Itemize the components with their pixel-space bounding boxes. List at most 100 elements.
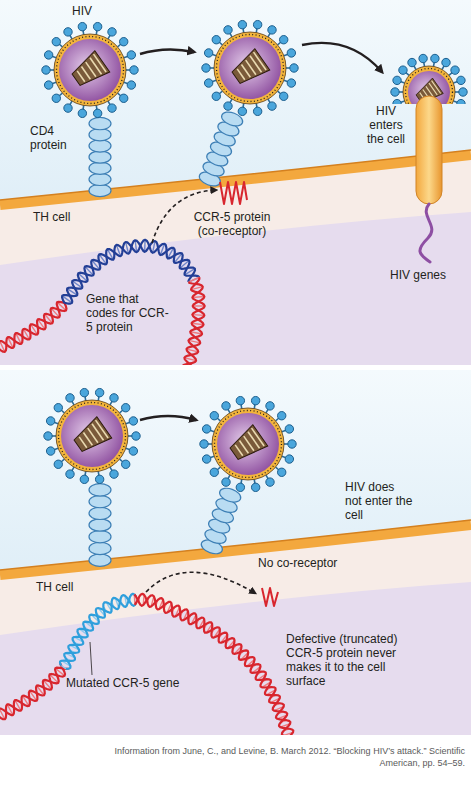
cd4-receptor: [89, 117, 111, 196]
glycoprotein-knob: [268, 26, 276, 34]
dna-strand: [134, 595, 293, 735]
glycoprotein-knob: [78, 109, 86, 117]
cd4-receptor: [199, 486, 242, 557]
glycoprotein-knob: [278, 412, 286, 420]
glycoprotein-knob: [44, 51, 52, 59]
glycoprotein-knob: [222, 402, 230, 410]
capsid-stripe: [237, 69, 245, 80]
leader-line: [90, 642, 92, 675]
glycoprotein-knob: [251, 483, 259, 491]
glycoprotein-knob: [431, 54, 439, 62]
glycoprotein-knob: [212, 36, 220, 44]
capsid-stripe: [241, 65, 250, 78]
cd4-domain: [89, 184, 111, 196]
glycoprotein-knob: [451, 66, 459, 74]
cd4-domain: [89, 507, 111, 519]
cytoplasm: [0, 520, 471, 735]
helix-axis: [0, 600, 290, 735]
glycoprotein-knob: [204, 79, 212, 87]
capsid-stripe: [239, 441, 248, 454]
glycoprotein-knob: [78, 22, 86, 30]
viral-capsid: [227, 425, 268, 465]
viral-envelope: [212, 408, 284, 480]
glycoprotein-knob: [54, 460, 62, 468]
glycoprotein-knob: [419, 54, 427, 62]
glycoprotein-knob: [202, 64, 210, 72]
cd4-domain: [89, 129, 111, 141]
glycoprotein-knob: [391, 88, 399, 96]
capsid-stripe: [235, 445, 243, 456]
fusion-core: [416, 96, 442, 204]
mutated-ccr5-gene: [60, 594, 136, 669]
cd4-domain: [89, 542, 111, 554]
dna-strand: [0, 303, 66, 352]
glycoprotein-knob: [108, 104, 116, 112]
glycoprotein-knob: [285, 425, 293, 433]
cd4-domain: [89, 531, 111, 543]
cd4-domain: [89, 495, 111, 507]
capsid-stripe: [432, 81, 441, 94]
capsid-shell: [71, 417, 112, 457]
protein-label: CD4 protein: [30, 124, 85, 152]
sky-background: [0, 0, 471, 365]
cd4-domain: [89, 151, 111, 163]
glycoprotein-knob: [457, 76, 465, 84]
glycoprotein-knob: [44, 432, 52, 440]
glycoprotein-knob: [204, 49, 212, 57]
glycoprotein-knob: [202, 455, 210, 463]
illustration-layer: [0, 20, 467, 741]
cell-label: TH cell: [33, 210, 103, 224]
dna-strand: [0, 302, 64, 356]
capsid-stripe: [77, 71, 85, 82]
cd4-domain: [89, 519, 111, 531]
glycoprotein-knob: [110, 470, 118, 478]
glycoprotein-knob: [224, 102, 232, 110]
cd4-receptor: [197, 109, 244, 188]
glycoprotein-knob: [459, 88, 467, 96]
membrane-edge: [0, 150, 471, 200]
glycoprotein-knob: [54, 404, 62, 412]
viral-envelope: [54, 34, 126, 106]
capsid-stripe: [81, 67, 90, 80]
cd4-domain: [89, 554, 111, 566]
glycoprotein-knob: [210, 412, 218, 420]
dna-red: [134, 594, 294, 735]
dna-strand: [0, 663, 65, 720]
viral-envelope: [56, 400, 128, 472]
glycoprotein-knob: [108, 28, 116, 36]
glycoprotein-knob: [253, 20, 261, 28]
glycoprotein-knob: [122, 404, 130, 412]
glycoprotein-knob: [212, 92, 220, 100]
gene-label: HIV genes: [390, 268, 465, 282]
glycoprotein-knob: [130, 66, 138, 74]
capsid-stripe: [94, 54, 107, 72]
glycoprotein-knob: [44, 81, 52, 89]
glycoprotein-knob: [236, 396, 244, 404]
dna-red: [0, 663, 69, 723]
envelope-dots: [217, 35, 284, 102]
capsid-stripe: [250, 56, 261, 72]
nucleus-region: [0, 582, 471, 735]
truncated-ccr5-protein: [262, 588, 278, 606]
glycoprotein-knob: [129, 417, 137, 425]
dna-strand: [135, 594, 295, 735]
membrane-edge: [0, 520, 471, 570]
gene-label: Mutated CCR-5 gene: [66, 676, 206, 690]
cytoplasm: [0, 150, 471, 365]
glycoprotein-knob: [288, 440, 296, 448]
envelope-dots: [215, 411, 282, 478]
glycoprotein-knob: [238, 20, 246, 28]
cd4-domain: [89, 484, 111, 496]
top-panel: [0, 0, 471, 365]
glycoprotein-knob: [285, 455, 293, 463]
base-pair: [192, 296, 204, 297]
glycoprotein-knob: [200, 440, 208, 448]
protein-label: No co-receptor: [258, 556, 368, 570]
glycoprotein-knob: [253, 107, 261, 115]
glycoprotein-knob: [95, 388, 103, 396]
glycoprotein-knob: [287, 49, 295, 57]
glycoprotein-knob: [268, 102, 276, 110]
hiv-virus: [200, 396, 296, 491]
